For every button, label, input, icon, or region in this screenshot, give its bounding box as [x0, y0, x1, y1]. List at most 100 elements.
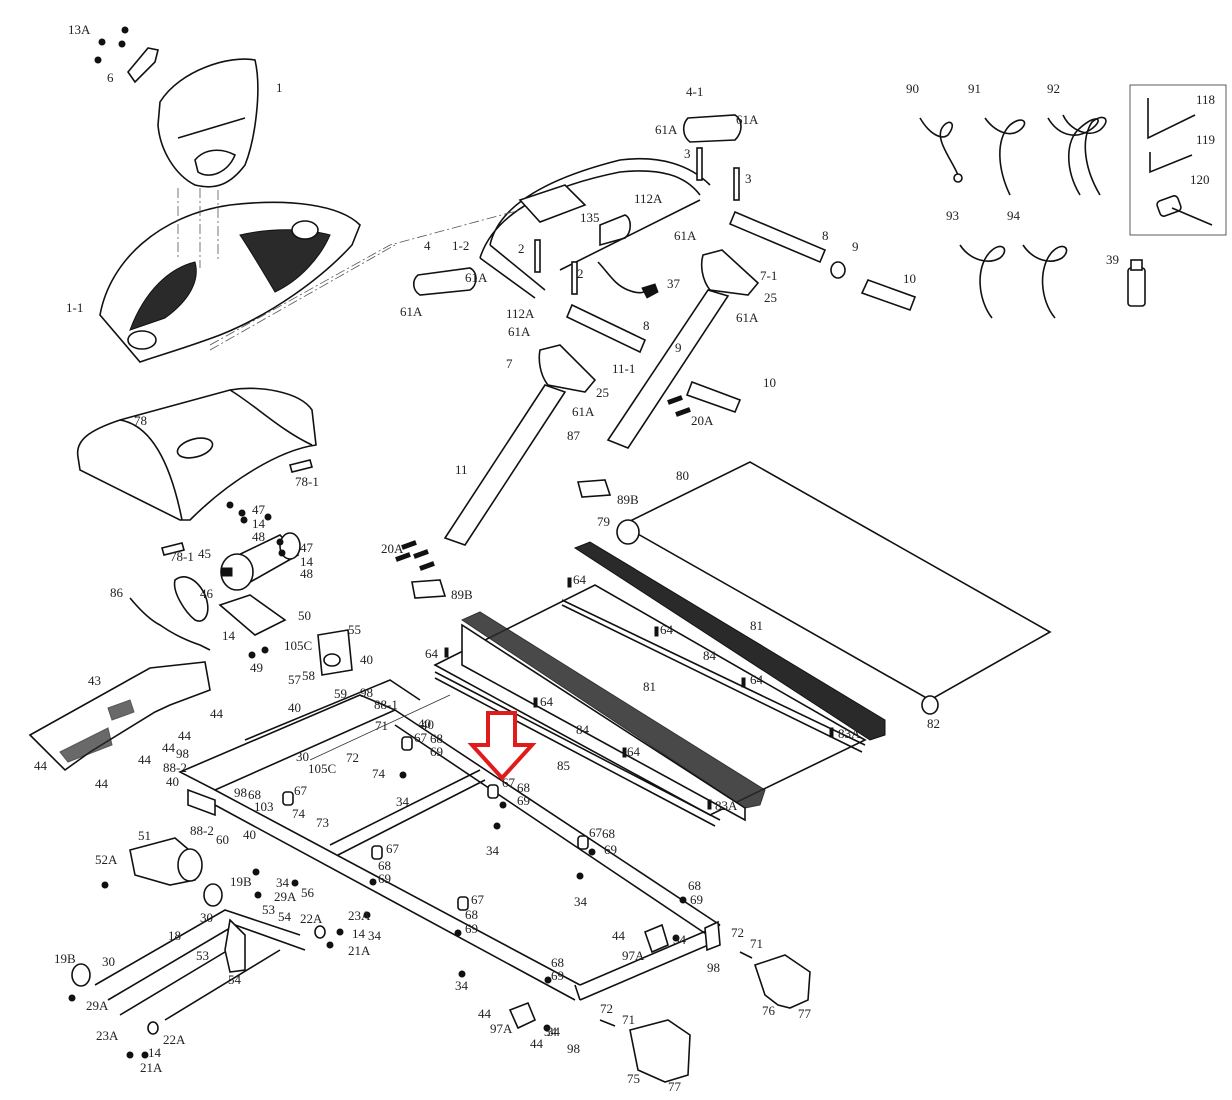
tube-part-8-lower [565, 303, 647, 354]
part-label-67: 67 [414, 730, 428, 745]
screws-13A [94, 26, 129, 64]
display-bracket-part-6 [126, 47, 159, 84]
part-label-61a: 61A [736, 112, 759, 127]
cable-part-92 [1047, 114, 1107, 196]
part-label-69: 69 [378, 871, 391, 886]
part-label-55: 55 [348, 622, 361, 637]
part-label-58: 58 [302, 668, 315, 683]
part-label-78-1: 78-1 [295, 474, 319, 489]
part-label-19b: 19B [230, 874, 252, 889]
part-label-1-1: 1-1 [66, 300, 83, 315]
part-label-86: 86 [110, 585, 124, 600]
part-label-89b: 89B [451, 587, 473, 602]
part-label-67: 67 [294, 783, 308, 798]
hex-key-part-118 [1147, 98, 1196, 140]
part-label-57: 57 [288, 672, 302, 687]
part-label-92: 92 [1047, 81, 1060, 96]
part-label-34: 34 [574, 894, 588, 909]
part-label-40: 40 [166, 774, 179, 789]
part-label-72: 72 [600, 1001, 613, 1016]
roller-wheel-part-19B-lower [71, 963, 91, 987]
part-label-20a: 20A [381, 541, 404, 556]
part-label-84: 84 [576, 722, 590, 737]
upright-foot-part-89B-upper [576, 479, 612, 498]
part-label-61a: 61A [736, 310, 759, 325]
part-label-20a: 20A [691, 413, 714, 428]
part-label-19b: 19B [54, 951, 76, 966]
part-label-40: 40 [360, 652, 373, 667]
front-roller-part-79 [616, 519, 640, 545]
tool-box [1129, 84, 1227, 236]
part-label-44: 44 [612, 928, 626, 943]
part-label-69: 69 [465, 921, 478, 936]
part-label-34: 34 [547, 1024, 561, 1039]
part-label-53: 53 [196, 948, 209, 963]
part-label-9: 9 [675, 340, 682, 355]
part-label-71: 71 [750, 936, 763, 951]
part-label-34: 34 [368, 928, 382, 943]
part-label-77: 77 [668, 1079, 682, 1094]
accessory-cables [919, 84, 1227, 319]
part-label-83a: 83A [838, 726, 861, 741]
part-label-68: 68 [688, 878, 701, 893]
part-label-40: 40 [243, 827, 256, 842]
part-label-68: 68 [430, 731, 443, 746]
part-label-34: 34 [486, 843, 500, 858]
part-label-10: 10 [903, 271, 916, 286]
part-label-85: 85 [557, 758, 570, 773]
part-label-49: 49 [250, 660, 263, 675]
part-label-67: 67 [471, 892, 485, 907]
part-label-14: 14 [252, 516, 266, 531]
motor-controller-bracket-part-55 [317, 629, 353, 676]
tube-part-8-upper [728, 210, 827, 264]
part-label-34: 34 [544, 1024, 558, 1039]
part-label-78-1: 78-1 [170, 549, 194, 564]
part-label-98: 98 [360, 685, 373, 700]
part-label-4: 4 [424, 238, 431, 253]
part-label-51: 51 [138, 828, 151, 843]
deck-strip-part-84-right [561, 599, 866, 753]
socket-wrench-part-120 [1156, 195, 1213, 226]
part-label-44: 44 [138, 752, 152, 767]
rear-roller-part-82 [921, 695, 939, 715]
end-cap-part-76 [753, 954, 811, 1009]
part-label-34: 34 [673, 932, 687, 947]
part-label-22a: 22A [163, 1032, 186, 1047]
part-label-64: 64 [627, 744, 641, 759]
part-label-69: 69 [690, 892, 703, 907]
part-label-25: 25 [596, 385, 609, 400]
part-label-73: 73 [316, 815, 329, 830]
part-label-68: 68 [465, 907, 478, 922]
part-label-91: 91 [968, 81, 981, 96]
part-label-14: 14 [300, 554, 314, 569]
part-label-47: 47 [252, 502, 266, 517]
part-label-67: 67 [502, 775, 516, 790]
upright-part-11 [443, 384, 567, 546]
part-label-61a: 61A [655, 122, 678, 137]
part-label-64: 64 [540, 694, 554, 709]
part-label-23a: 23A [96, 1028, 119, 1043]
cable-part-93 [959, 244, 1006, 319]
part-label-56: 56 [301, 885, 315, 900]
part-label-64: 64 [573, 572, 587, 587]
part-label-48: 48 [300, 566, 313, 581]
part-label-87: 87 [567, 428, 581, 443]
part-label-37: 37 [667, 276, 681, 291]
part-label-67: 67 [386, 841, 400, 856]
end-cap-part-75 [629, 1019, 691, 1083]
part-label-53: 53 [262, 902, 275, 917]
part-label-39: 39 [1106, 252, 1119, 267]
console-cover-part-1 [157, 58, 259, 188]
part-label-46: 46 [200, 586, 214, 601]
cable-part-90 [919, 117, 959, 176]
part-label-89b: 89B [617, 492, 639, 507]
drive-belt-part-46 [173, 576, 209, 622]
part-label-2: 2 [577, 266, 584, 281]
part-label-8: 8 [643, 318, 650, 333]
upright-part-11-1 [606, 289, 730, 449]
incline-motor-part-51 [129, 837, 203, 886]
wheel-bracket-part-97A-left [508, 1001, 537, 1030]
part-label-1-2: 1-2 [452, 238, 469, 253]
left-frame-rail [214, 789, 581, 1001]
part-label-10: 10 [763, 375, 776, 390]
